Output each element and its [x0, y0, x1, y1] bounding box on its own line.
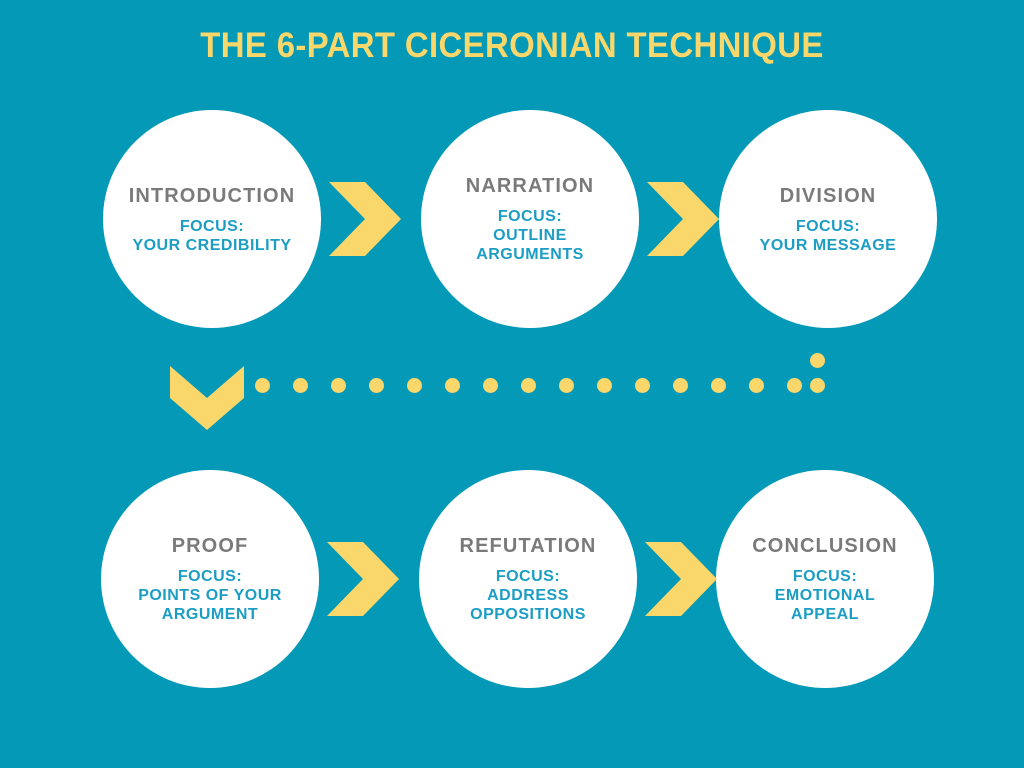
step-focus-conclusion: FOCUS: EMOTIONAL APPEAL — [774, 568, 876, 623]
chevron-right-icon — [327, 542, 399, 616]
step-circle-proof: PROOF FOCUS: POINTS OF YOUR ARGUMENT — [101, 470, 319, 688]
dotted-line-dot — [445, 378, 460, 393]
chevron-right-icon — [645, 542, 717, 616]
dotted-line-dot — [369, 378, 384, 393]
dotted-line-dot — [407, 378, 422, 393]
dotted-line-dot — [597, 378, 612, 393]
dotted-line-dot — [635, 378, 650, 393]
dotted-line-dot — [711, 378, 726, 393]
dotted-line-dot — [749, 378, 764, 393]
step-focus-division: FOCUS: YOUR MESSAGE — [759, 217, 897, 254]
step-title-proof: PROOF — [171, 535, 249, 557]
chevron-right-icon — [329, 182, 401, 256]
dotted-line-dot — [483, 378, 498, 393]
step-focus-proof: FOCUS: POINTS OF YOUR ARGUMENT — [138, 568, 282, 623]
step-focus-introduction: FOCUS: YOUR CREDIBILITY — [132, 217, 292, 254]
page-title: THE 6-PART CICERONIAN TECHNIQUE — [200, 26, 824, 65]
step-focus-refutation: FOCUS: ADDRESS OPPOSITIONS — [470, 568, 586, 623]
dotted-line-dot — [521, 378, 536, 393]
step-focus-narration: FOCUS: OUTLINE ARGUMENTS — [476, 208, 584, 263]
step-title-division: DIVISION — [779, 184, 877, 207]
chevron-down-icon — [170, 366, 244, 430]
step-title-introduction: INTRODUCTION — [128, 184, 296, 207]
step-title-conclusion: CONCLUSION — [752, 535, 898, 557]
dotted-line-dot — [255, 378, 270, 393]
dotted-line-dot — [559, 378, 574, 393]
dotted-line-dot — [810, 378, 825, 393]
step-circle-refutation: REFUTATION FOCUS: ADDRESS OPPOSITIONS — [419, 470, 637, 688]
dotted-line-dot — [331, 378, 346, 393]
dotted-line-dot — [673, 378, 688, 393]
step-circle-division: DIVISION FOCUS: YOUR MESSAGE — [719, 110, 937, 328]
step-title-refutation: REFUTATION — [459, 535, 597, 557]
step-circle-narration: NARRATION FOCUS: OUTLINE ARGUMENTS — [421, 110, 639, 328]
dotted-line-dot — [787, 378, 802, 393]
step-circle-introduction: INTRODUCTION FOCUS: YOUR CREDIBILITY — [103, 110, 321, 328]
step-circle-conclusion: CONCLUSION FOCUS: EMOTIONAL APPEAL — [716, 470, 934, 688]
chevron-right-icon — [647, 182, 719, 256]
step-title-narration: NARRATION — [465, 175, 595, 197]
dotted-line-dot — [293, 378, 308, 393]
dotted-line-dot — [810, 353, 825, 368]
